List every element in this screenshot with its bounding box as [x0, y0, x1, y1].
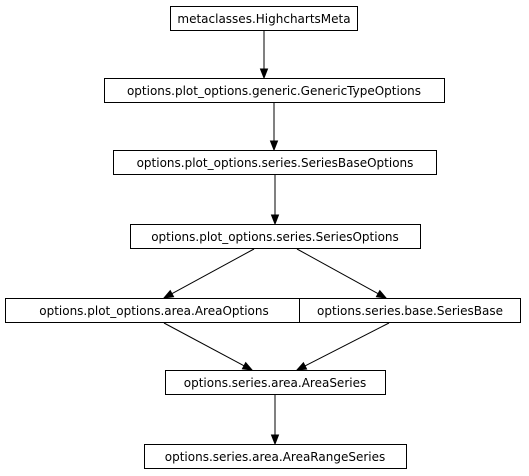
node-series-options[interactable]: options.plot_options.series.SeriesOption… — [130, 224, 421, 249]
node-series-base[interactable]: options.series.base.SeriesBase — [299, 298, 521, 323]
arrowhead-icon — [270, 214, 280, 226]
node-label: options.series.area.AreaSeries — [184, 376, 366, 390]
node-label: options.series.area.AreaRangeSeries — [165, 450, 386, 464]
edge-series-base-to-area-series — [304, 322, 390, 367]
node-area-range-series[interactable]: options.series.area.AreaRangeSeries — [144, 444, 407, 469]
node-label: metaclasses.HighchartsMeta — [177, 12, 350, 26]
arrowhead-icon — [295, 361, 308, 371]
edge-area-options-to-area-series — [163, 322, 245, 367]
edge-series-options-to-series-base — [296, 248, 379, 295]
node-area-options[interactable]: options.plot_options.area.AreaOptions — [5, 298, 304, 323]
arrowhead-icon — [162, 289, 175, 299]
arrowhead-icon — [259, 68, 269, 80]
node-label: options.plot_options.series.SeriesBaseOp… — [137, 156, 414, 170]
node-label: options.series.base.SeriesBase — [317, 304, 503, 318]
edges-layer — [162, 31, 390, 446]
edge-series-options-to-area-options — [171, 248, 255, 295]
arrowhead-icon — [270, 434, 280, 446]
node-label: options.plot_options.series.SeriesOption… — [151, 230, 399, 244]
node-highcharts-meta[interactable]: metaclasses.HighchartsMeta — [170, 6, 358, 31]
node-generic-type-options[interactable]: options.plot_options.generic.GenericType… — [104, 78, 445, 103]
node-label: options.plot_options.generic.GenericType… — [127, 84, 421, 98]
node-area-series[interactable]: options.series.area.AreaSeries — [165, 370, 386, 395]
arrowhead-icon — [269, 140, 279, 152]
arrowhead-icon — [241, 361, 254, 371]
node-series-base-options[interactable]: options.plot_options.series.SeriesBaseOp… — [113, 150, 437, 175]
node-label: options.plot_options.area.AreaOptions — [39, 304, 269, 318]
arrowhead-icon — [375, 289, 388, 299]
